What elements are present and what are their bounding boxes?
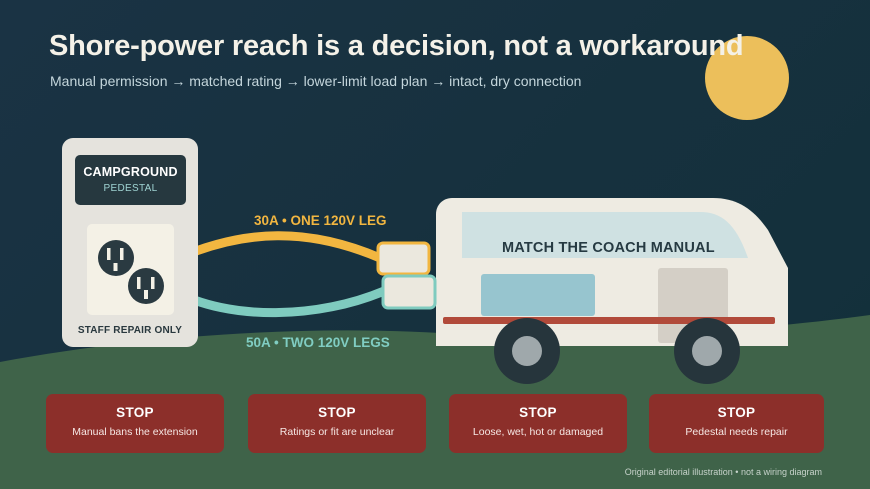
pedestal-label-title: CAMPGROUND	[83, 165, 178, 179]
cord-50a	[167, 285, 389, 318]
stop-card-text: Pedestal needs repair	[685, 426, 788, 438]
pedestal-label: CAMPGROUND PEDESTAL	[75, 155, 186, 205]
footnote: Original editorial illustration • not a …	[624, 467, 822, 477]
stop-card-extension: STOP Manual bans the extension	[46, 394, 224, 453]
stop-card-text: Manual bans the extension	[72, 426, 198, 438]
pedestal-label-sub: PEDESTAL	[103, 183, 158, 194]
page-subtitle: Manual permission → matched rating → low…	[50, 73, 582, 89]
campground-pedestal: CAMPGROUND PEDESTAL STAFF REPAIR ONLY	[62, 138, 198, 347]
coach-label: MATCH THE COACH MANUAL	[502, 240, 715, 256]
cord-50a-label: 50A • TWO 120V LEGS	[246, 335, 390, 350]
sun-icon	[705, 36, 789, 120]
stop-conditions: STOP Manual bans the extension STOP Rati…	[0, 394, 870, 454]
stop-card-head: STOP	[717, 405, 756, 420]
cord-30a	[169, 231, 385, 265]
coach-icon	[436, 198, 788, 384]
outlet-plate	[87, 224, 174, 315]
cord-30a-label: 30A • ONE 120V LEG	[254, 213, 387, 228]
stop-card-text: Ratings or fit are unclear	[279, 426, 395, 438]
outlet-receptacles-icon	[98, 240, 164, 304]
pedestal-note: STAFF REPAIR ONLY	[77, 325, 183, 336]
stop-card-head: STOP	[116, 405, 154, 420]
stop-card-pedestal: STOP Pedestal needs repair	[649, 394, 824, 453]
stop-card-head: STOP	[519, 405, 557, 420]
stop-card-head: STOP	[318, 405, 356, 420]
stop-card-text: Loose, wet, hot or damaged	[472, 426, 604, 438]
plug-50a-icon	[381, 274, 437, 310]
page-title: Shore-power reach is a decision, not a w…	[49, 30, 744, 62]
stop-card-ratings: STOP Ratings or fit are unclear	[248, 394, 426, 453]
plug-30a-icon	[376, 241, 431, 276]
stop-card-damaged: STOP Loose, wet, hot or damaged	[449, 394, 627, 453]
